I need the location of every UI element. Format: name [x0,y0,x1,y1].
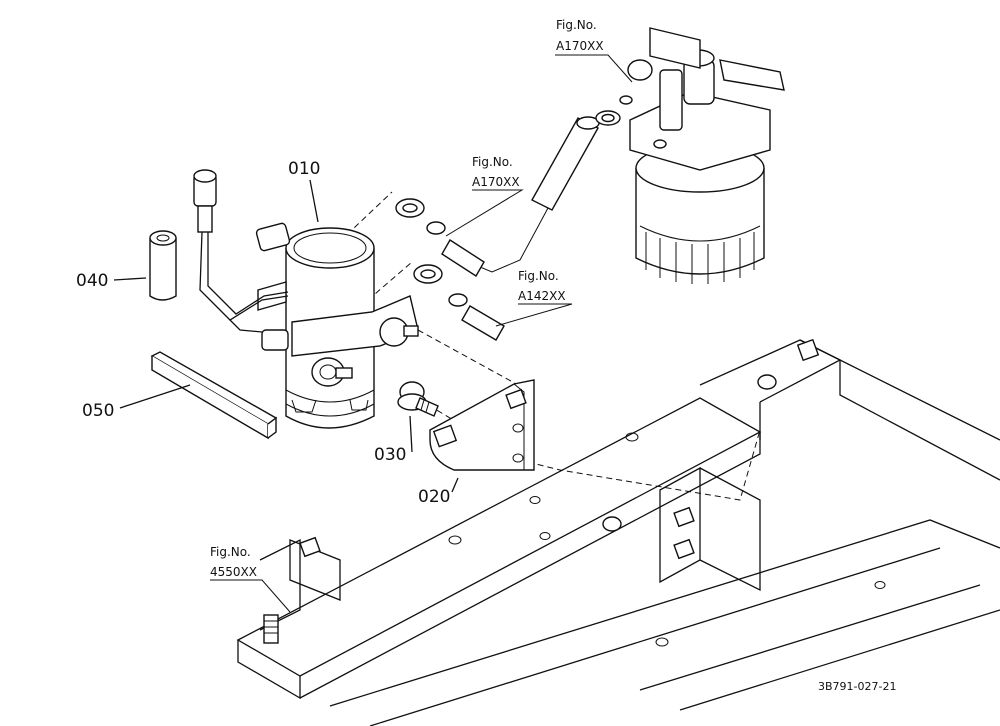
cushion-pad [150,351,278,440]
hoses-and-clamps [317,95,633,341]
fig-ref-4-number: 4550XX [210,565,257,579]
fig-ref-2-number: A170XX [472,175,520,189]
fig-ref-3-number: A142XX [518,289,566,303]
connector-harness [193,169,289,333]
fig-ref-2-title: Fig.No. [472,155,513,169]
fig-ref-3-title: Fig.No. [518,269,559,283]
fig-ref-1-title: Fig.No. [556,18,597,32]
label-part-040: 040 [76,271,108,291]
label-part-010: 010 [288,159,320,179]
label-part-020: 020 [418,487,450,507]
fig-ref-1-number: A170XX [556,39,604,53]
flange-bolt [397,381,439,417]
fuel-filter-assembly [627,27,785,284]
frame-rails [236,338,1000,726]
drawing-code: 3B791-027-21 [818,680,896,693]
rubber-sleeve [149,230,177,301]
label-part-030: 030 [374,445,406,465]
fig-ref-4-title: Fig.No. [210,545,251,559]
leader-lines [113,54,633,613]
label-part-050: 050 [82,401,114,421]
mounting-bracket [429,379,535,471]
fuel-pump [255,222,521,431]
